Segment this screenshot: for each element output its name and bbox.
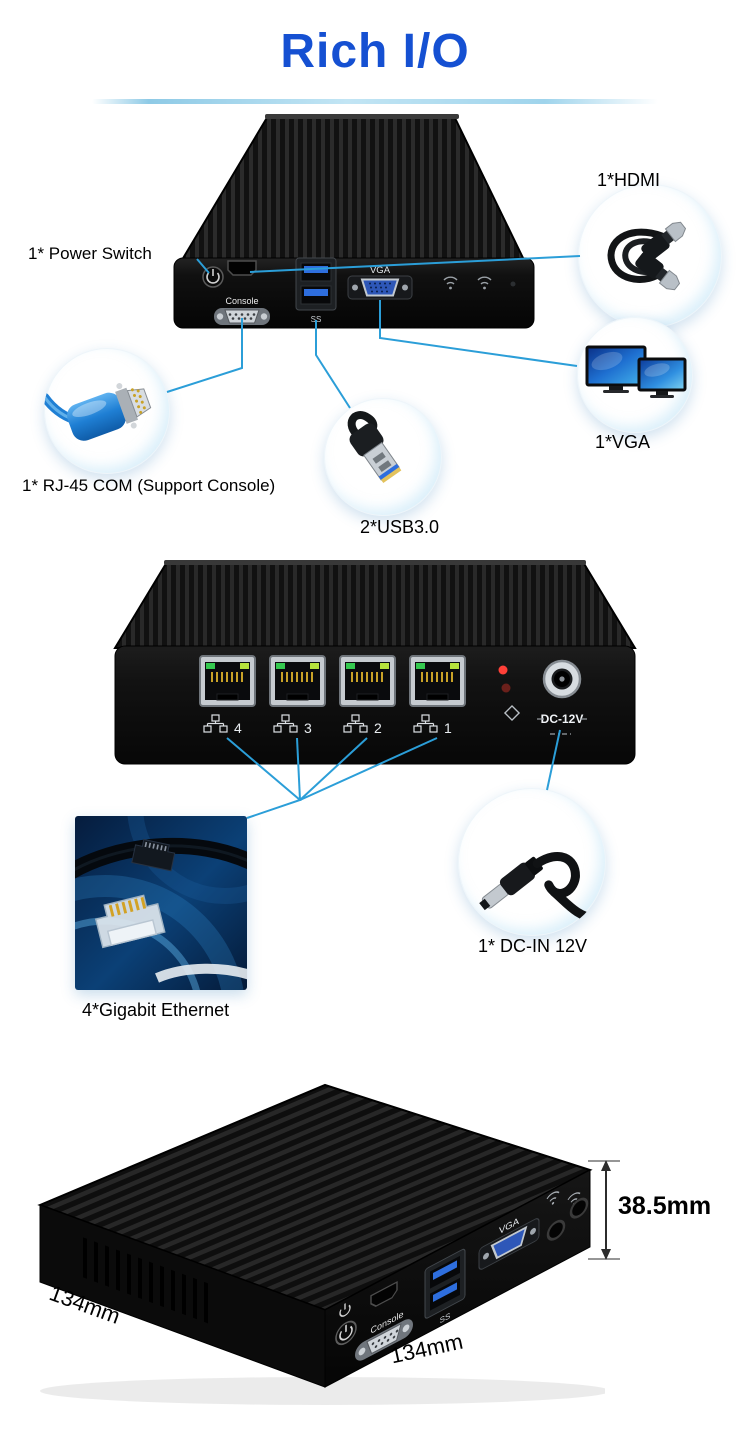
- page-title: Rich I/O: [280, 25, 470, 78]
- hdmi-port: [227, 260, 257, 276]
- lan-number-2: 2: [343, 714, 382, 736]
- power-button: [335, 1320, 357, 1346]
- label-usb: 2*USB3.0: [360, 517, 440, 537]
- label-ethernet: 4*Gigabit Ethernet: [82, 1000, 230, 1020]
- usb-callout-photo: [324, 398, 442, 516]
- svg-text:1: 1: [444, 720, 452, 736]
- serial-adapter-photo: [44, 383, 152, 441]
- dim-height: 38.5mm: [618, 1192, 712, 1220]
- antenna-hole: [569, 1197, 589, 1219]
- label-hdmi: 1*HDMI: [597, 170, 661, 190]
- diamond-mark: [503, 704, 521, 722]
- mini-pc-angled-photo: Console SS VGA: [37, 1083, 605, 1405]
- rj45-plug-clear: [94, 894, 166, 949]
- heatsink-fins: [180, 114, 526, 261]
- title-divider: [92, 99, 658, 104]
- lan-port-1: [409, 655, 466, 707]
- dc-barrel-plug: [479, 851, 580, 911]
- hdmi-port: [370, 1280, 398, 1307]
- usb-ss-print: SS: [311, 315, 322, 324]
- hdmi-plug: [635, 251, 681, 291]
- lan-port-4: [199, 655, 256, 707]
- mini-pc-rear-photo: 4 3 2 1 DC-12V: [113, 560, 637, 765]
- usb-cable-photo: [347, 411, 402, 484]
- console-serial-port: [355, 1319, 413, 1361]
- power-button: [202, 266, 224, 288]
- tv-left: [585, 345, 647, 393]
- lan-port-3: [269, 655, 326, 707]
- vent-grille: [83, 1237, 208, 1324]
- lan-number-3: 3: [273, 714, 312, 736]
- lan-number-4: 4: [203, 714, 242, 736]
- console-serial-port: [214, 308, 270, 325]
- dc-callout-photo: [458, 788, 606, 936]
- label-vga: 1*VGA: [595, 432, 651, 452]
- lan-port-2: [339, 655, 396, 707]
- hdmi-callout-photo: [578, 184, 722, 328]
- hdmi-cables-photo: [607, 221, 687, 291]
- mini-pc-front-photo: Console SS VGA: [173, 114, 535, 329]
- label-rj45-com: 1* RJ-45 COM (Support Console): [22, 476, 276, 495]
- wifi-icon: [546, 1191, 560, 1205]
- vga-port: VGA: [347, 265, 413, 300]
- heatsink-fins: [113, 560, 637, 649]
- front-panel: Console SS VGA: [173, 257, 535, 329]
- ethernet-callout-photo: [75, 816, 247, 990]
- antenna-hole: [546, 1219, 566, 1241]
- console-print: Console: [225, 296, 258, 306]
- tv-screens-photo: [585, 345, 687, 398]
- tv-right: [637, 357, 687, 398]
- vga-print: VGA: [370, 265, 391, 276]
- wifi-icon: [477, 276, 492, 290]
- label-dc-in: 1* DC-IN 12V: [478, 936, 588, 956]
- wifi-icon: [443, 276, 458, 290]
- vga-port: VGA: [478, 1216, 540, 1270]
- label-power-switch: 1* Power Switch: [28, 244, 152, 263]
- ground-shadow: [40, 1377, 605, 1405]
- vga-callout-photo: [577, 317, 693, 433]
- rj45-plug-dark: [131, 838, 176, 872]
- ethernet-cables-photo: [75, 816, 247, 990]
- lan-number-1: 1: [413, 714, 452, 736]
- dc-print: DC-12V: [541, 712, 584, 726]
- usb-ss-print: SS: [440, 1310, 451, 1325]
- svg-text:4: 4: [234, 720, 242, 736]
- mic-hole: [510, 281, 516, 287]
- svg-text:2: 2: [374, 720, 382, 736]
- rj45-com-callout-photo: [44, 348, 170, 474]
- dc-jack: [542, 659, 582, 699]
- usb3-ports: SS: [424, 1248, 466, 1325]
- dc-plug-photo: [479, 851, 603, 925]
- status-leds: [498, 665, 511, 693]
- svg-text:3: 3: [304, 720, 312, 736]
